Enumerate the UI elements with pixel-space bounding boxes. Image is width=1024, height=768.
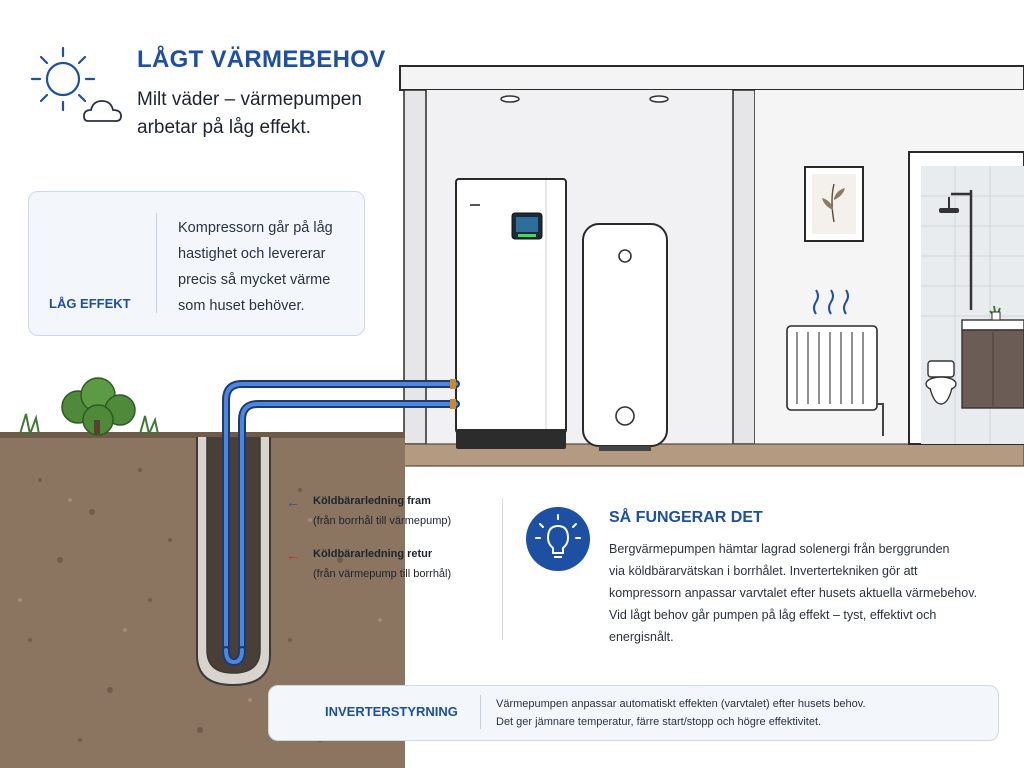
bush — [19, 377, 159, 438]
sun-icon — [30, 46, 96, 112]
arrow-left-icon: ← — [286, 547, 300, 563]
lightbulb-icon — [526, 507, 590, 571]
how-text-line: Bergvärmepumpen hämtar lagrad solenergi … — [609, 542, 950, 556]
water-tank — [582, 223, 668, 451]
pipe-fram-title: Köldbärarledning fram — [313, 495, 431, 507]
pipe-legend-fram: Köldbärarledning fram (från borrhål till… — [313, 491, 451, 531]
card-divider — [156, 213, 157, 313]
wall-picture — [804, 166, 864, 242]
heat-pump-unit — [455, 178, 567, 449]
pipe-fram-sub: (från borrhål till värmepump) — [313, 515, 452, 527]
cloud-icon — [83, 100, 122, 122]
how-it-works-title: SÅ FUNGERAR DET — [609, 509, 763, 526]
card-text-line: hastighet och levererar — [178, 246, 326, 262]
how-text-line: kompressorn anpassar varvtalet efter hus… — [609, 586, 978, 600]
card-text-line: som huset behöver. — [178, 298, 305, 314]
gauge-label: LÅG EFFEKT — [49, 296, 131, 311]
how-text-line: Vid lågt behov går pumpen på låg effekt … — [609, 608, 937, 622]
pipe-retur-sub: (från värmepump till borrhål) — [313, 568, 452, 580]
bathroom — [908, 151, 1024, 445]
info-divider — [480, 695, 481, 729]
radiator — [786, 289, 884, 436]
effect-card — [28, 191, 365, 336]
inverter-info-box — [268, 685, 999, 741]
card-text-line: precis så mycket värme — [178, 272, 331, 288]
borehole — [196, 437, 271, 687]
info-text: Värmepumpen anpassar automatiskt effekte… — [496, 695, 986, 731]
page-title: LÅGT VÄRMEBEHOV — [137, 46, 386, 73]
info-text-line: Det ger jämnare temperatur, färre start/… — [496, 716, 822, 728]
info-title: INVERTERSTYRNING — [325, 704, 458, 719]
pipe-legend-retur: Köldbärarledning retur (från värmepump t… — [313, 544, 451, 584]
subtitle-line: Milt väder – värmepumpen — [137, 89, 362, 110]
collector-pipes — [222, 379, 460, 667]
subtitle-line: arbetar på låg effekt. — [137, 117, 311, 138]
card-text-line: Kompressorn går på låg — [178, 220, 333, 236]
page-subtitle: Milt väder – värmepumpen arbetar på låg … — [137, 86, 362, 142]
effect-card-text: Kompressorn går på låg hastighet och lev… — [178, 215, 358, 319]
section-divider — [502, 498, 503, 640]
pipe-retur-title: Köldbärarledning retur — [313, 548, 433, 560]
how-it-works-text: Bergvärmepumpen hämtar lagrad solenergi … — [609, 538, 979, 648]
arrow-left-icon: ← — [286, 494, 300, 510]
how-text-line: energisnålt. — [609, 630, 674, 644]
info-text-line: Värmepumpen anpassar automatiskt effekte… — [496, 698, 866, 710]
how-text-line: via köldbärarvätskan i borrhålet. Invert… — [609, 564, 918, 578]
